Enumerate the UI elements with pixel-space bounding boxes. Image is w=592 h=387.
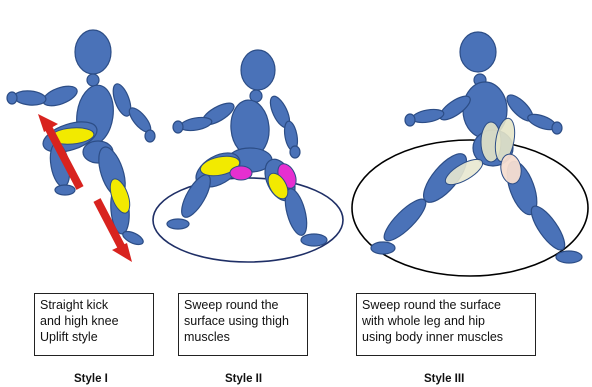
style-label-2: Style II [225,373,262,385]
shin-right [526,202,571,255]
foot-left [371,242,395,254]
hand-left [173,121,183,133]
neck [87,74,99,86]
caption-line: using body inner muscles [362,329,530,345]
head [75,30,111,74]
foot-left [167,219,189,229]
foot-right [301,234,327,246]
style-label-1: Style I [74,373,108,385]
hand-left [405,114,415,126]
foot-left [55,185,75,195]
hand-left [7,92,17,104]
caption-line: Uplift style [40,329,148,345]
inner-muscle-left [230,166,252,180]
hand-right [552,122,562,134]
style-label-3: Style III [424,373,464,385]
caption-line: with whole leg and hip [362,313,530,329]
head [241,50,275,90]
foot-right [556,251,582,263]
caption-style-1: Straight kick and high knee Uplift style [34,293,154,356]
caption-line: Sweep round the surface [362,297,530,313]
shin-left [379,194,431,246]
head [460,32,496,72]
caption-line: and high knee [40,313,148,329]
caption-style-2: Sweep round the surface using thigh musc… [178,293,308,356]
figure-style-2 [167,50,327,246]
forearm-left [13,90,46,107]
caption-line: Straight kick [40,297,148,313]
caption-line: surface using thigh [184,313,302,329]
upper-arm-left [40,82,79,109]
hand-right [145,130,155,142]
caption-style-3: Sweep round the surface with whole leg a… [356,293,536,356]
hand-right [290,146,300,158]
forearm-left [411,107,445,124]
caption-line: muscles [184,329,302,345]
figure-style-3 [371,32,582,263]
caption-line: Sweep round the [184,297,302,313]
forearm-left [179,115,213,132]
